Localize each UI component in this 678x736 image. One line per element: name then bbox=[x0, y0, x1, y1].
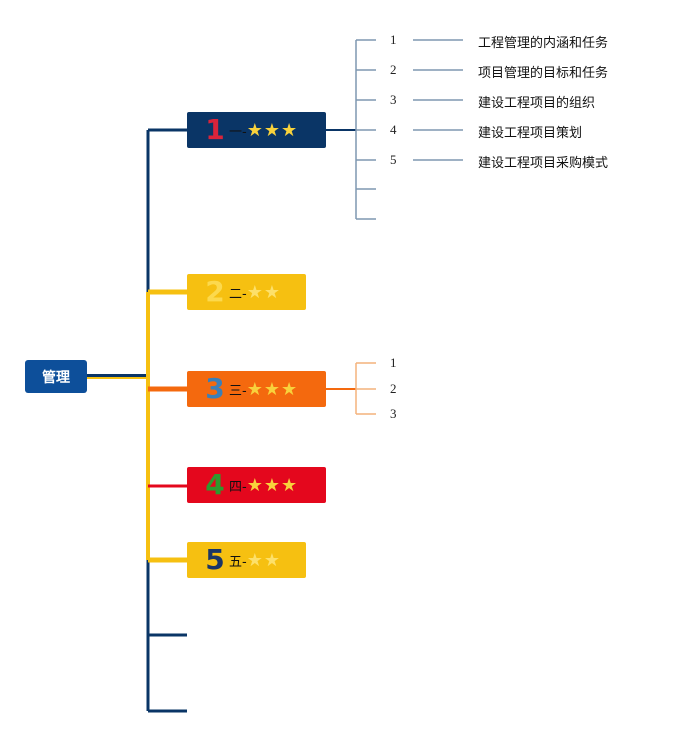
star-rating-icon: ★★ bbox=[246, 549, 281, 571]
root-node[interactable]: 管理 bbox=[25, 360, 87, 393]
star-rating-icon: ★★ bbox=[246, 281, 281, 303]
child-number: 5 bbox=[390, 152, 397, 167]
child-topic[interactable]: 项目管理的目标和任务 bbox=[478, 66, 609, 81]
star-rating-icon: ★★★ bbox=[246, 119, 299, 141]
child-number: 4 bbox=[390, 122, 397, 137]
branch-number: 4 bbox=[205, 468, 225, 501]
star-rating-icon: ★★★ bbox=[246, 378, 299, 400]
child-topic[interactable]: 建设工程项目采购模式 bbox=[478, 156, 609, 171]
child-number: 2 bbox=[390, 62, 397, 77]
branch-label: 四- bbox=[229, 479, 247, 495]
child-number[interactable]: 1 bbox=[390, 355, 397, 370]
branch-node-3[interactable]: 3 三- ★★★ bbox=[187, 371, 326, 407]
branch-node-4[interactable]: 4 四- ★★★ bbox=[187, 467, 326, 503]
branch-node-2[interactable]: 2 二- ★★ bbox=[187, 274, 306, 310]
branch-number: 3 bbox=[205, 372, 225, 405]
child-number: 3 bbox=[390, 92, 397, 107]
branch-number: 1 bbox=[205, 113, 225, 146]
branch-number: 2 bbox=[205, 275, 225, 308]
child-topic[interactable]: 建设工程项目的组织 bbox=[478, 96, 596, 111]
branch-node-5[interactable]: 5 五- ★★ bbox=[187, 542, 306, 578]
branch-label: 三- bbox=[229, 383, 247, 399]
child-number[interactable]: 3 bbox=[390, 406, 397, 421]
child-topic[interactable]: 工程管理的内涵和任务 bbox=[478, 36, 609, 51]
star-rating-icon: ★★★ bbox=[246, 474, 299, 496]
branch-number: 5 bbox=[205, 543, 225, 576]
branch-label: 一- bbox=[229, 124, 247, 140]
branch-label: 五- bbox=[229, 554, 247, 570]
child-number[interactable]: 2 bbox=[390, 381, 397, 396]
child-topic[interactable]: 建设工程项目策划 bbox=[478, 126, 583, 141]
child-number: 1 bbox=[390, 32, 397, 47]
branch-label: 二- bbox=[229, 286, 247, 302]
branch-node-1[interactable]: 1 一- ★★★ bbox=[187, 112, 326, 148]
